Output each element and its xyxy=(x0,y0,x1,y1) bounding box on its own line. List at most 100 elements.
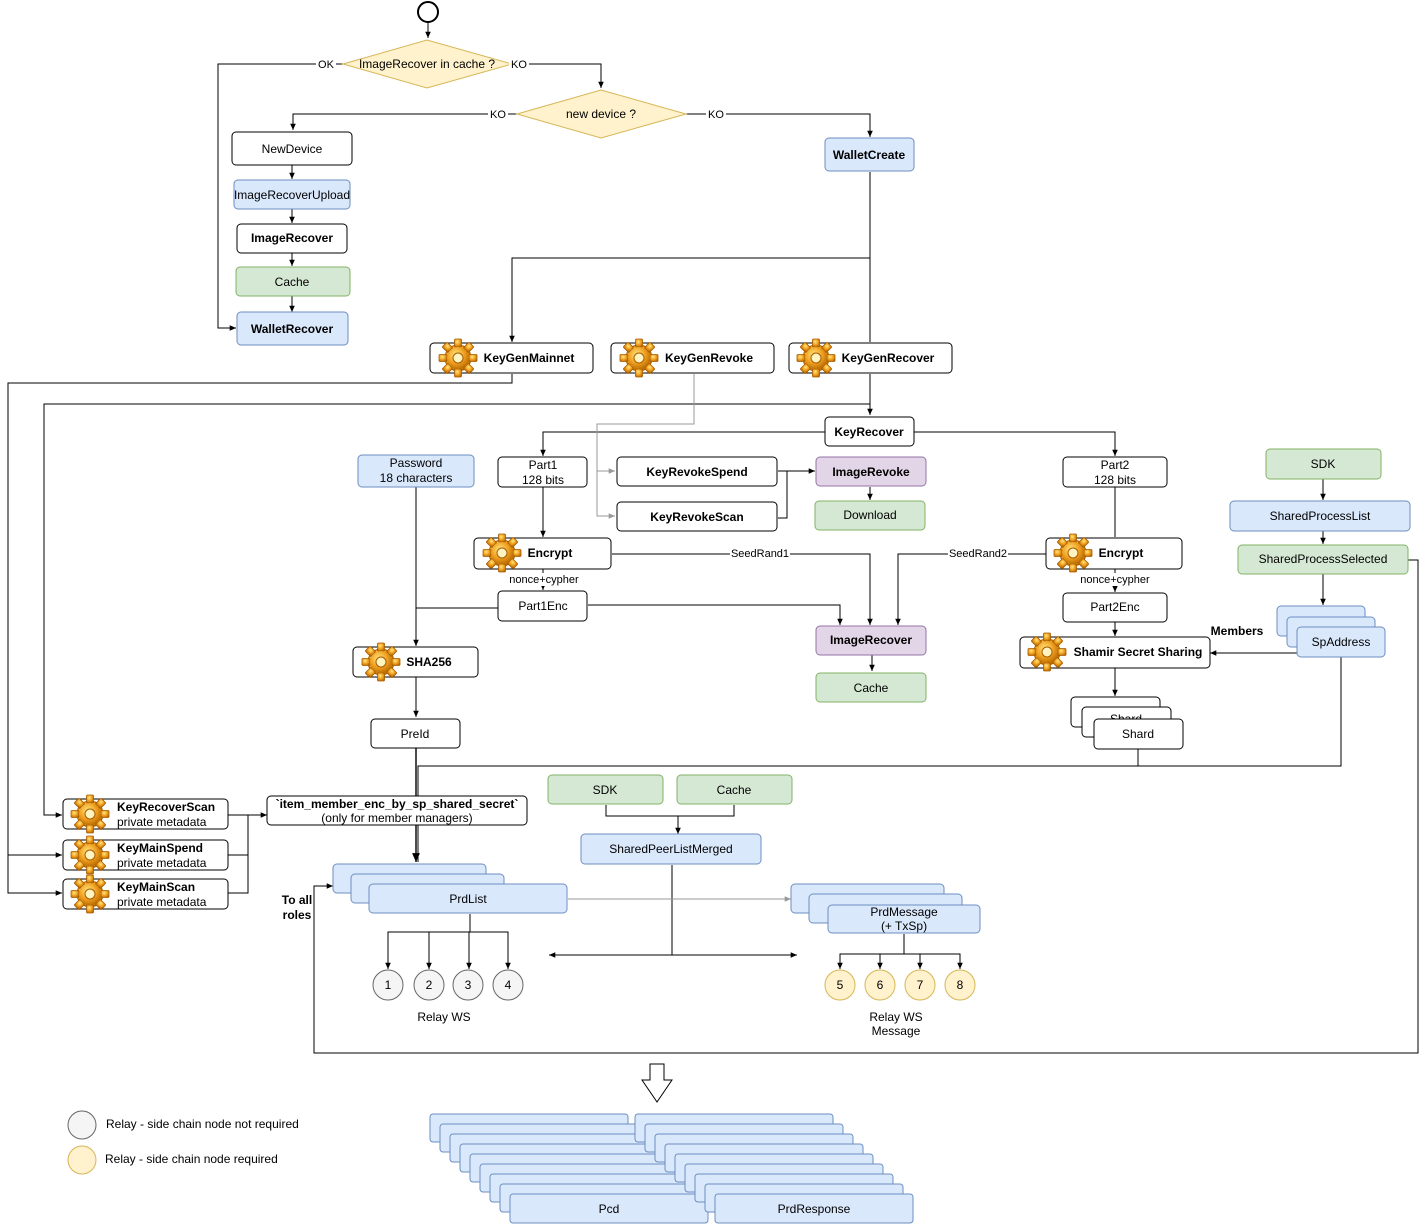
node-key-main-spend-sublabel: private metadata xyxy=(117,856,207,870)
node-item-member: `item_member_enc_by_sp_shared_secret` (o… xyxy=(266,795,528,826)
node-keygen-revoke: KeyGenRevoke xyxy=(610,338,775,378)
node-key-main-scan-label: KeyMainScan xyxy=(117,880,195,894)
relay-ws-message-sublabel: Message xyxy=(872,1024,921,1038)
legend-grey-label: Relay - side chain node not required xyxy=(106,1117,299,1131)
node-shared-peer-list-merged: SharedPeerListMerged xyxy=(580,833,762,865)
relay-node: 7 xyxy=(904,969,936,1001)
node-shamir-label: Shamir Secret Sharing xyxy=(1074,645,1203,659)
node-keygen-mainnet-label: KeyGenMainnet xyxy=(484,351,575,365)
node-encrypt-1: Encrypt xyxy=(473,533,612,573)
gear-icon xyxy=(70,835,110,875)
node-item-member-label: `item_member_enc_by_sp_shared_secret` xyxy=(276,797,519,811)
decision-cache-label: ImageRecover in cache ? xyxy=(359,57,495,71)
node-image-recover-upload: ImageRecoverUpload xyxy=(233,179,351,210)
node-keygen-recover-label: KeyGenRecover xyxy=(842,351,935,365)
node-part1-sublabel: 128 bits xyxy=(522,473,564,487)
node-part1: Part1 128 bits xyxy=(497,456,588,488)
node-sha256: SHA256 xyxy=(352,642,479,682)
relay-node: 5 xyxy=(824,969,856,1001)
node-image-recover-mid: ImageRecover xyxy=(815,625,927,656)
node-key-main-spend: KeyMainSpend private metadata xyxy=(62,835,229,875)
gear-icon xyxy=(796,338,836,378)
node-part2-sublabel: 128 bits xyxy=(1094,473,1136,487)
gear-icon xyxy=(619,338,659,378)
node-cache-low: Cache xyxy=(676,774,793,805)
node-sdk-mid-label: SDK xyxy=(593,783,618,797)
node-part1-label: Part1 xyxy=(529,458,558,472)
node-wallet-recover: WalletRecover xyxy=(236,311,349,346)
decision-device: new device ? xyxy=(515,89,688,139)
node-key-recover-scan: KeyRecoverScan private metadata xyxy=(62,794,229,834)
node-key-main-spend-label: KeyMainSpend xyxy=(117,841,203,855)
node-key-recover-scan-sublabel: private metadata xyxy=(117,815,207,829)
label-nonce-2: nonce+cypher xyxy=(1080,574,1150,586)
node-password: Password 18 characters xyxy=(357,454,475,488)
gear-icon xyxy=(361,642,401,682)
relay-ws-message-label: Relay WS xyxy=(869,1010,922,1024)
node-download: Download xyxy=(814,500,926,531)
node-key-revoke-spend-label: KeyRevokeSpend xyxy=(646,465,747,479)
node-prd-message-stack: PrdMessage (+ TxSp) xyxy=(790,883,981,934)
label-to-all-roles-2: roles xyxy=(283,908,312,922)
node-sdk-right-label: SDK xyxy=(1311,457,1336,471)
relay-number: 7 xyxy=(917,978,924,992)
node-sdk-mid: SDK xyxy=(547,774,664,805)
node-key-main-scan-sublabel: private metadata xyxy=(117,895,207,909)
node-image-revoke-label: ImageRevoke xyxy=(832,465,910,479)
node-keygen-recover: KeyGenRecover xyxy=(788,338,953,378)
relay-number: 8 xyxy=(957,978,964,992)
relay-number: 5 xyxy=(837,978,844,992)
relay-ws-label: Relay WS xyxy=(417,1010,470,1024)
node-shared-process-list-label: SharedProcessList xyxy=(1270,509,1371,523)
node-shared-process-list: SharedProcessList xyxy=(1229,500,1411,532)
node-key-recover-label: KeyRecover xyxy=(834,425,904,439)
node-part2-label: Part2 xyxy=(1101,458,1130,472)
node-preid-label: PreId xyxy=(401,727,430,741)
label-ko-3: KO xyxy=(708,109,724,121)
node-key-main-scan: KeyMainScan private metadata xyxy=(62,874,229,914)
legend-grey-swatch xyxy=(67,1110,97,1140)
relay-node: 1 xyxy=(372,969,404,1001)
node-part1enc: Part1Enc xyxy=(497,590,588,622)
node-encrypt-2: Encrypt xyxy=(1045,533,1183,573)
node-part2enc: Part2Enc xyxy=(1062,592,1168,623)
node-encrypt-1-label: Encrypt xyxy=(528,546,573,560)
prd-response-stack xyxy=(634,1113,914,1224)
node-sha256-label: SHA256 xyxy=(406,655,452,669)
node-cache-left-label: Cache xyxy=(275,275,310,289)
label-ko-1: KO xyxy=(511,59,527,71)
node-wallet-create: WalletCreate xyxy=(824,137,915,172)
node-prd-message-sublabel: (+ TxSp) xyxy=(881,919,927,933)
gear-icon xyxy=(70,874,110,914)
node-shard-label: Shard xyxy=(1122,727,1154,741)
node-download-label: Download xyxy=(843,508,896,522)
relay-node: 4 xyxy=(492,969,524,1001)
pcd-stack xyxy=(429,1113,709,1224)
relay-number: 2 xyxy=(426,978,433,992)
prd-response-label: PrdResponse xyxy=(778,1202,851,1216)
legend: Relay - side chain node not required Rel… xyxy=(67,1110,299,1175)
node-image-recover-upload-label: ImageRecoverUpload xyxy=(234,188,350,202)
node-keygen-mainnet: KeyGenMainnet xyxy=(429,338,594,378)
node-item-member-sublabel: (only for member managers) xyxy=(321,811,472,825)
connectors-grey xyxy=(568,374,791,902)
edge-labels: OK KO KO KO SeedRand1 SeedRand2 nonce+cy… xyxy=(282,58,1264,922)
label-seedrand2: SeedRand2 xyxy=(949,548,1007,560)
node-cache-low-label: Cache xyxy=(717,783,752,797)
node-part2enc-label: Part2Enc xyxy=(1090,600,1139,614)
label-ko-2: KO xyxy=(490,109,506,121)
label-seedrand1: SeedRand1 xyxy=(731,548,789,560)
node-encrypt-2-label: Encrypt xyxy=(1099,546,1144,560)
node-preid: PreId xyxy=(370,718,461,749)
node-sdk-right: SDK xyxy=(1265,448,1382,480)
relay-number: 4 xyxy=(505,978,512,992)
label-to-all-roles-1: To all xyxy=(282,893,312,907)
relays-right: 5 6 7 8 Relay WS Message xyxy=(824,969,976,1038)
node-image-recover-mid-label: ImageRecover xyxy=(830,633,912,647)
relay-number: 1 xyxy=(385,978,392,992)
gear-icon xyxy=(1027,632,1067,672)
label-members: Members xyxy=(1211,624,1264,638)
node-wallet-create-label: WalletCreate xyxy=(833,148,906,162)
node-password-label: Password xyxy=(390,456,443,470)
